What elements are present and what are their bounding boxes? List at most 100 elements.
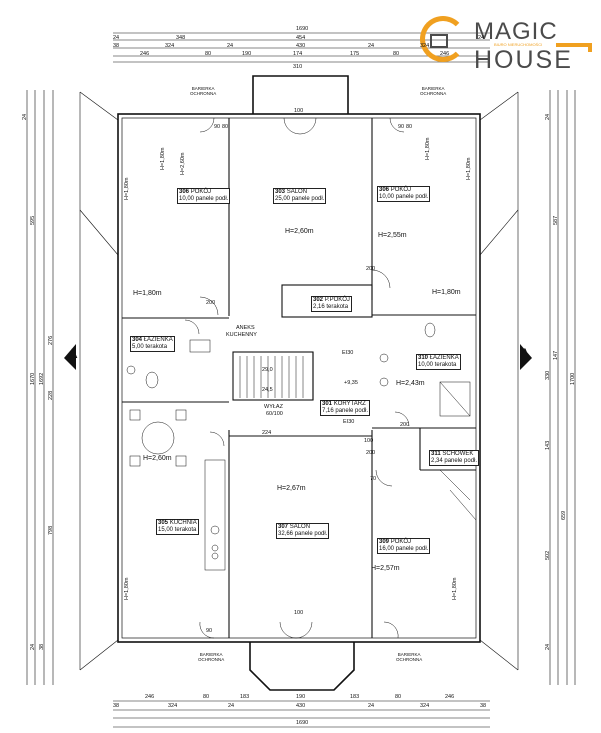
dim-bottom: 38 [113, 703, 120, 709]
room-height-310: H=2,43m [396, 380, 425, 387]
height-line-label: H=1,80m [124, 177, 130, 200]
dim-right: 502 [545, 550, 551, 560]
inner-dim: 100 [294, 108, 304, 114]
dim-top: 24 [227, 43, 234, 49]
height-line-label: H=1,80m [124, 577, 130, 600]
dim-right: 24 [545, 113, 551, 120]
inner-dim: 224 [262, 430, 272, 436]
inner-dim: 90 [398, 124, 405, 130]
inner-dim: 200 [366, 266, 376, 272]
logo-ring-icon [420, 16, 466, 62]
dim-bottom: 80 [203, 694, 210, 700]
room-height-305: H=2,60m [143, 455, 172, 462]
logo-text-magic: MAGIC [474, 18, 558, 45]
dim-left: 798 [48, 525, 54, 535]
dim-top-total: 1690 [296, 26, 309, 32]
logo-text-house: HOUSE [474, 46, 573, 74]
dim-bottom-total: 1690 [296, 720, 309, 726]
level-mark: +9,35 [344, 380, 358, 386]
dim-top: 80 [393, 51, 400, 57]
dim-top: 454 [296, 35, 306, 41]
dim-top: 190 [242, 51, 252, 57]
dim-right: 330 [545, 370, 551, 380]
dim-right: 24 [545, 643, 551, 650]
aneks-label-2: KUCHENNY [226, 332, 257, 338]
dim-bottom: 38 [480, 703, 487, 709]
dim-right: 659 [561, 510, 567, 520]
dim-right: 143 [545, 440, 551, 450]
logo-tagline: BIURO NIERUCHOMOŚCI [494, 42, 543, 47]
inner-dim: 200 [206, 300, 216, 306]
room-height-307: H=2,67m [277, 485, 306, 492]
dim-top: 324 [165, 43, 175, 49]
inner-dim: 200 [400, 422, 410, 428]
dim-bottom: 183 [350, 694, 360, 700]
dim-left: 228 [48, 390, 54, 400]
dim-top: 24 [113, 35, 120, 41]
dim-top: 24 [368, 43, 375, 49]
inner-dim: 90 [214, 124, 221, 130]
dim-balcony: 310 [293, 64, 303, 70]
dim-left: 1692 [39, 372, 45, 385]
fire-door-label: EI30 [342, 350, 354, 356]
room-height-309: H=2,57m [371, 565, 400, 572]
height-line-label: H=1,80m [425, 137, 431, 160]
fire-door-label: EI30 [343, 419, 355, 425]
room-height-306-right: H=2,55m [378, 232, 407, 239]
dim-bottom: 24 [228, 703, 235, 709]
logo-house-icon [430, 34, 448, 48]
height-line-label: H=1,80m [466, 157, 472, 180]
height-line-label: H=1,80m [133, 290, 162, 297]
inner-dim: 100 [364, 438, 374, 444]
dim-left: 595 [30, 215, 36, 225]
aneks-label: ANEKS [236, 325, 255, 331]
dim-top: 24 [478, 35, 485, 41]
hatch-dimension: 60/100 [266, 411, 283, 417]
dim-left: 1670 [30, 372, 36, 385]
dim-right: 1700 [570, 372, 576, 385]
stair-dim: 24,5 [262, 387, 273, 393]
dim-bottom: 246 [145, 694, 155, 700]
dim-bottom: 24 [368, 703, 375, 709]
inner-dim: 80 [222, 124, 229, 130]
dim-bottom: 324 [168, 703, 178, 709]
dim-bottom: 430 [296, 703, 306, 709]
inner-dim: 80 [406, 124, 413, 130]
dim-top: 80 [205, 51, 212, 57]
dim-left: 38 [39, 643, 45, 650]
dim-top: 38 [113, 43, 120, 49]
section-marker-left: A [68, 345, 78, 361]
dim-bottom: 190 [296, 694, 306, 700]
dim-top: 430 [296, 43, 306, 49]
dim-top: 246 [440, 51, 450, 57]
stair-dim: 29,0 [262, 367, 273, 373]
dim-left: 24 [30, 643, 36, 650]
dim-top: 174 [293, 51, 303, 57]
inner-dim: 70 [370, 476, 377, 482]
section-marker-right: A [520, 345, 530, 361]
inner-dim: 100 [294, 610, 304, 616]
dim-left: 24 [22, 113, 28, 120]
dim-left: 276 [48, 335, 54, 345]
height-line-label: H=1,80m [452, 577, 458, 600]
dim-top: 348 [176, 35, 186, 41]
dim-top: 175 [350, 51, 360, 57]
height-line-label: H=1,80m [432, 289, 461, 296]
dim-bottom: 324 [420, 703, 430, 709]
dim-bottom: 183 [240, 694, 250, 700]
dim-top: 324 [420, 43, 430, 49]
